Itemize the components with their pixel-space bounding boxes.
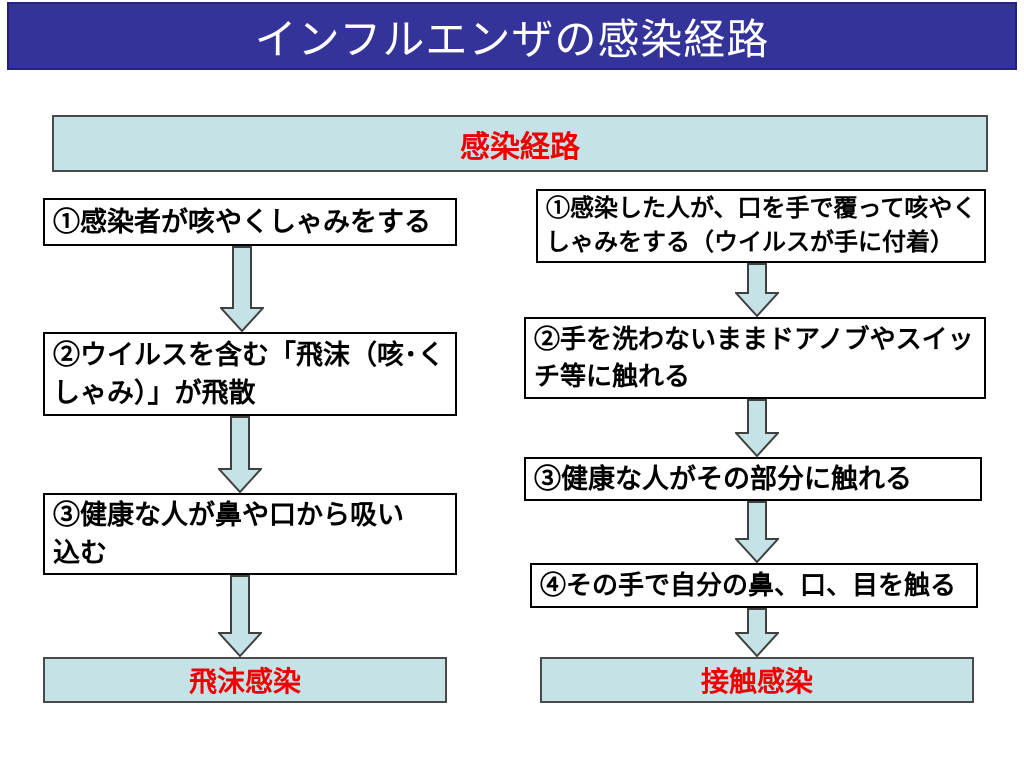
- down-arrow-icon: [218, 575, 262, 657]
- right-step-4-box: ④その手で自分の鼻、口、目を触る: [530, 563, 978, 608]
- down-arrow-icon: [735, 399, 779, 457]
- left-step-1-box: ①感染者が咳やくしゃみをする: [43, 198, 457, 246]
- down-arrow-icon: [218, 416, 262, 493]
- infection-route-header-box: 感染経路: [52, 115, 988, 172]
- droplet-infection-result-box: 飛沫感染: [43, 657, 447, 703]
- title-bar: インフルエンザの感染経路: [7, 2, 1017, 70]
- right-step-3-box: ③健康な人がその部分に触れる: [524, 457, 982, 501]
- infection-route-header-label: 感染経路: [460, 130, 580, 164]
- left-step-3-box: ③健康な人が鼻や口から吸い 込む: [43, 493, 457, 575]
- right-step-2-box: ②手を洗わないままドアノブやスイッ チ等に触れる: [524, 317, 986, 399]
- down-arrow-icon: [735, 263, 779, 317]
- contact-infection-result-box: 接触感染: [540, 657, 974, 703]
- right-step-1-box: ①感染した人が、口を手で覆って咳やく しゃみをする（ウイルスが手に付着）: [536, 189, 986, 263]
- down-arrow-icon: [735, 501, 779, 563]
- left-step-2-box: ②ウイルスを含む「飛沫（咳･く しゃみ）」が飛散: [43, 332, 457, 416]
- slide-title: インフルエンザの感染経路: [254, 15, 770, 63]
- down-arrow-icon: [735, 608, 779, 657]
- down-arrow-icon: [220, 246, 264, 332]
